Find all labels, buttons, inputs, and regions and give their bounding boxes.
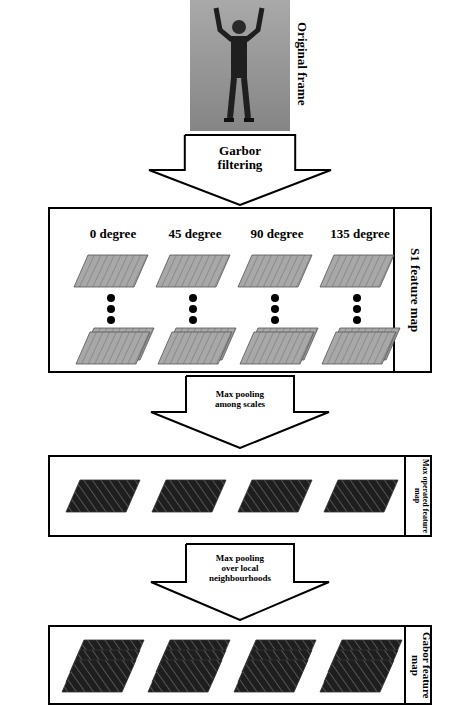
stage-box: Gabor feature map — [48, 625, 432, 705]
arrow-shape — [151, 544, 329, 620]
gabor-map — [320, 255, 394, 287]
step-label: Max pooling among scales — [204, 377, 276, 423]
gabor-map — [322, 332, 396, 364]
max-map — [152, 480, 226, 512]
arrow-shape — [149, 135, 331, 205]
original-photo — [190, 0, 290, 131]
divider — [404, 457, 406, 535]
stage-title: Gabor feature map — [407, 627, 434, 703]
gabor-map — [240, 332, 314, 364]
max-maps — [66, 480, 398, 512]
s1-maps — [74, 255, 400, 364]
max-map — [66, 480, 140, 512]
feature-map — [234, 660, 308, 692]
step-label: Max pooling over local neighbourhoods — [208, 545, 272, 593]
stage-box: Max operated feature map — [48, 455, 432, 537]
block-arrow: Max pooling over local neighbourhoods — [150, 543, 330, 621]
gabor-map — [156, 255, 230, 287]
photo-frame: Original frame — [190, 0, 314, 131]
feature-map — [320, 660, 394, 692]
gabor-map — [158, 332, 232, 364]
block-arrow: Garbor filtering — [148, 134, 332, 206]
gabor-map — [74, 255, 148, 287]
ellipsis-dots — [107, 294, 361, 324]
stage-title: Max operated feature map — [407, 457, 434, 535]
orientation-label: 90 degree — [242, 226, 312, 242]
orientation-label: 135 degree — [322, 226, 398, 242]
block-arrow: Max pooling among scales — [150, 375, 330, 449]
divider — [393, 209, 395, 371]
stage-title: Original frame — [290, 0, 314, 127]
feature-map — [148, 660, 222, 692]
stage-title: S1 feature map — [396, 209, 434, 371]
divider — [404, 627, 406, 703]
arrow-shape — [151, 376, 329, 448]
orientation-label: 0 degree — [78, 226, 148, 242]
max-map — [238, 480, 312, 512]
feature-map — [62, 660, 136, 692]
gabor-map — [238, 255, 312, 287]
orientation-label: 45 degree — [160, 226, 230, 242]
max-map — [324, 480, 398, 512]
arrow-outline — [150, 375, 330, 449]
gabor-map — [76, 332, 150, 364]
gabor-feature-maps — [62, 640, 402, 692]
step-label: Garbor filtering — [200, 136, 280, 181]
